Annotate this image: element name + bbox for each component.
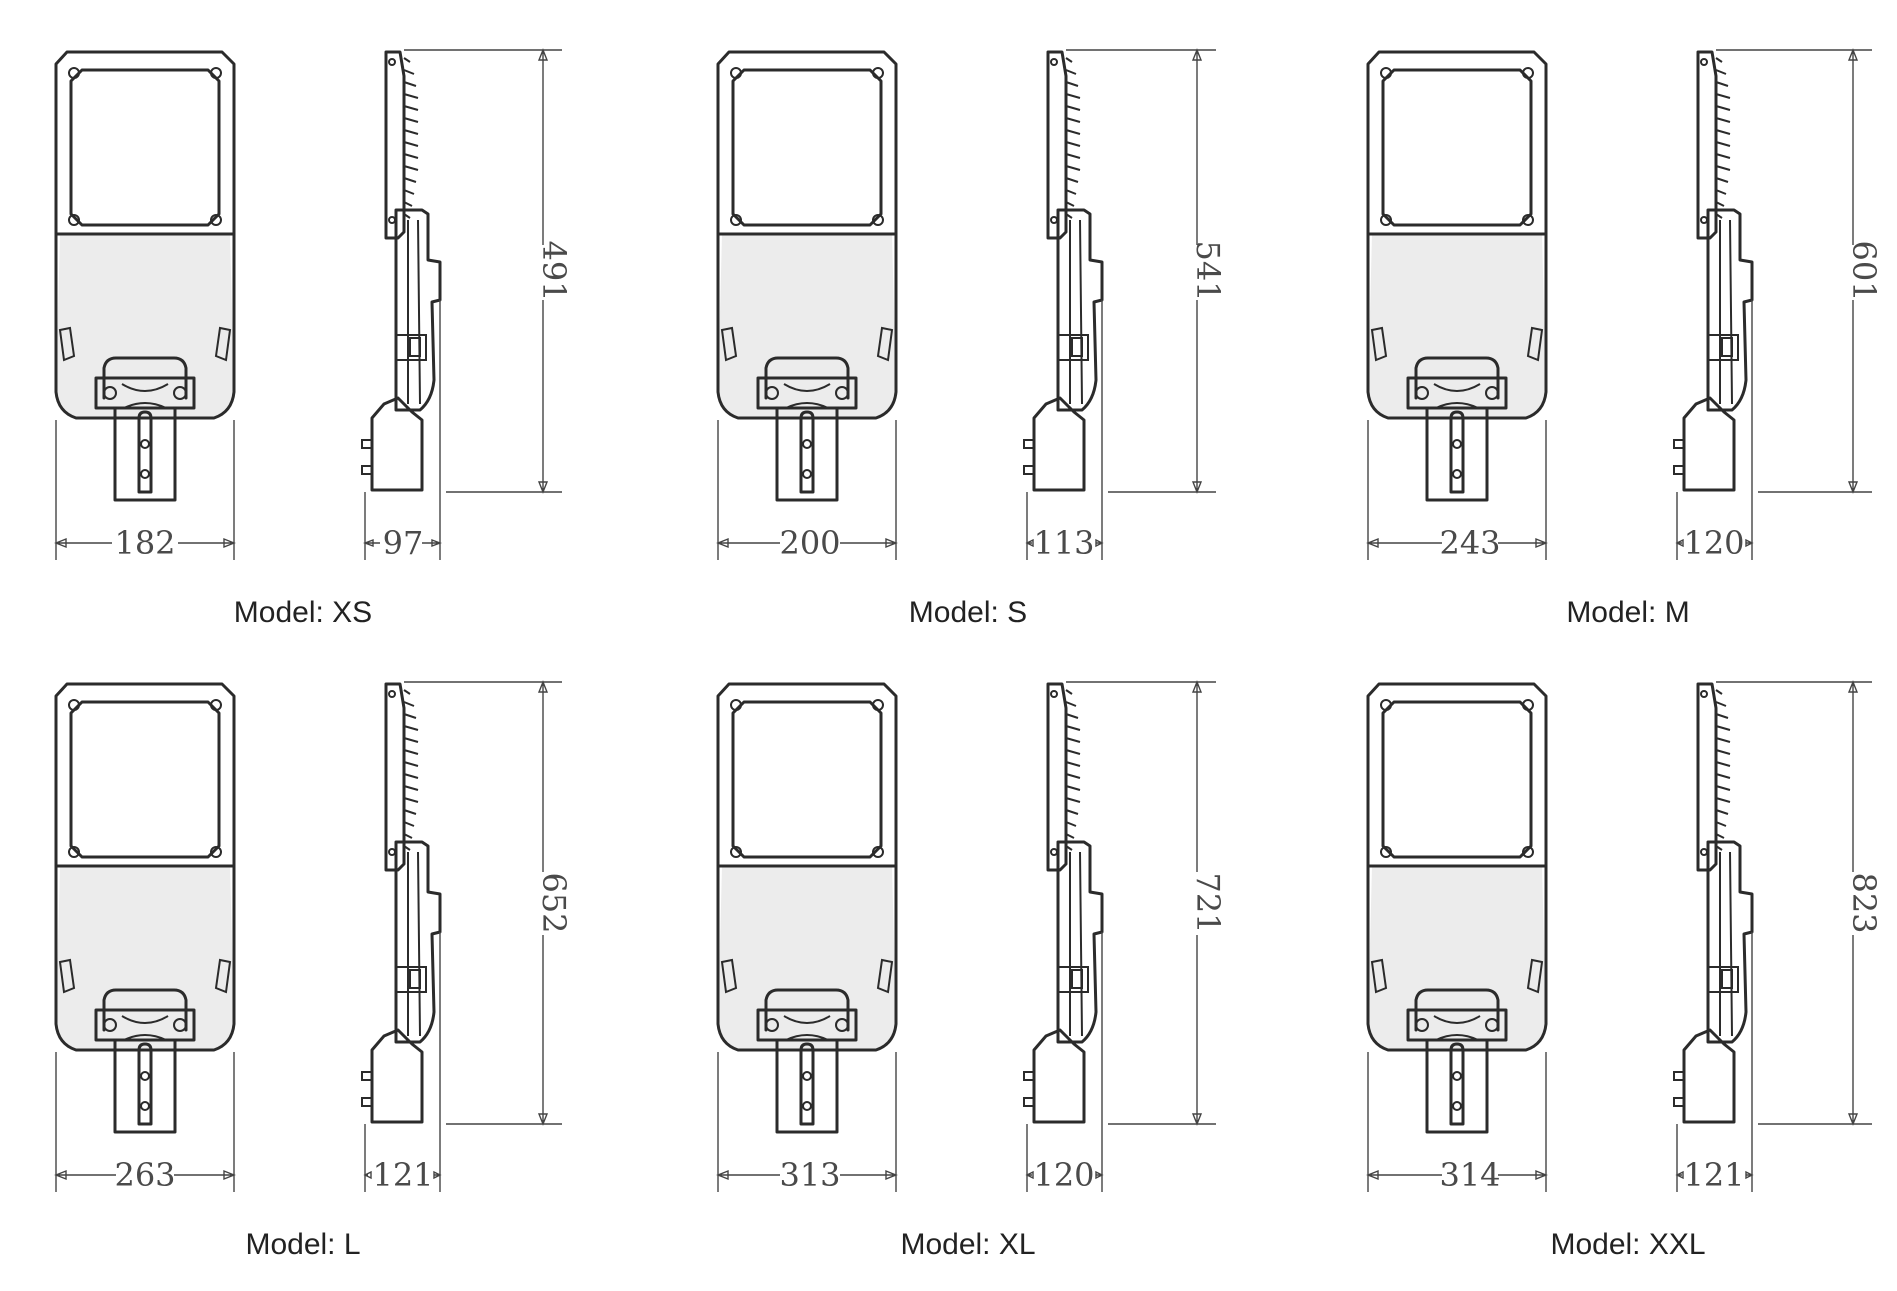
dimension-lines xyxy=(54,48,1872,1192)
side-view-drawing xyxy=(1022,682,1104,1124)
side-view-drawing xyxy=(1022,50,1104,492)
model-panel-s xyxy=(716,50,1104,502)
model-caption: Model: S xyxy=(909,596,1027,629)
height-dimension: 491 xyxy=(535,240,573,301)
front-view-drawing xyxy=(54,682,236,1134)
front-view-drawing xyxy=(1366,50,1548,502)
model-panel-xs xyxy=(54,50,442,502)
side-view-drawing xyxy=(1672,682,1754,1124)
model-panel-l xyxy=(54,682,442,1134)
depth-dimension: 113 xyxy=(1033,524,1094,562)
width-dimension: 314 xyxy=(1439,1156,1500,1194)
model-panel-xxl xyxy=(1366,682,1754,1134)
model-panel-xl xyxy=(716,682,1104,1134)
width-dimension: 200 xyxy=(779,524,840,562)
width-dimension: 263 xyxy=(114,1156,175,1194)
front-view-drawing xyxy=(716,682,898,1134)
side-view-drawing xyxy=(1672,50,1754,492)
height-dimension: 541 xyxy=(1189,240,1227,301)
height-dimension: 823 xyxy=(1845,872,1883,933)
depth-dimension: 120 xyxy=(1683,524,1744,562)
depth-dimension: 97 xyxy=(383,524,424,562)
model-caption: Model: M xyxy=(1566,596,1689,629)
width-dimension: 313 xyxy=(779,1156,840,1194)
front-view-drawing xyxy=(716,50,898,502)
front-view-drawing xyxy=(1366,682,1548,1134)
front-view-drawing xyxy=(54,50,236,502)
depth-dimension: 121 xyxy=(372,1156,433,1194)
width-dimension: 243 xyxy=(1439,524,1500,562)
depth-dimension: 120 xyxy=(1033,1156,1094,1194)
width-dimension: 182 xyxy=(114,524,175,562)
side-view-drawing xyxy=(360,50,442,492)
model-caption: Model: XS xyxy=(234,596,372,629)
model-caption: Model: XL xyxy=(900,1228,1035,1261)
side-view-drawing xyxy=(360,682,442,1124)
model-panel-m xyxy=(1366,50,1754,502)
height-dimension: 721 xyxy=(1189,872,1227,933)
model-caption: Model: L xyxy=(245,1228,360,1261)
height-dimension: 601 xyxy=(1845,240,1883,301)
model-caption: Model: XXL xyxy=(1550,1228,1705,1261)
depth-dimension: 121 xyxy=(1683,1156,1744,1194)
height-dimension: 652 xyxy=(535,872,573,933)
